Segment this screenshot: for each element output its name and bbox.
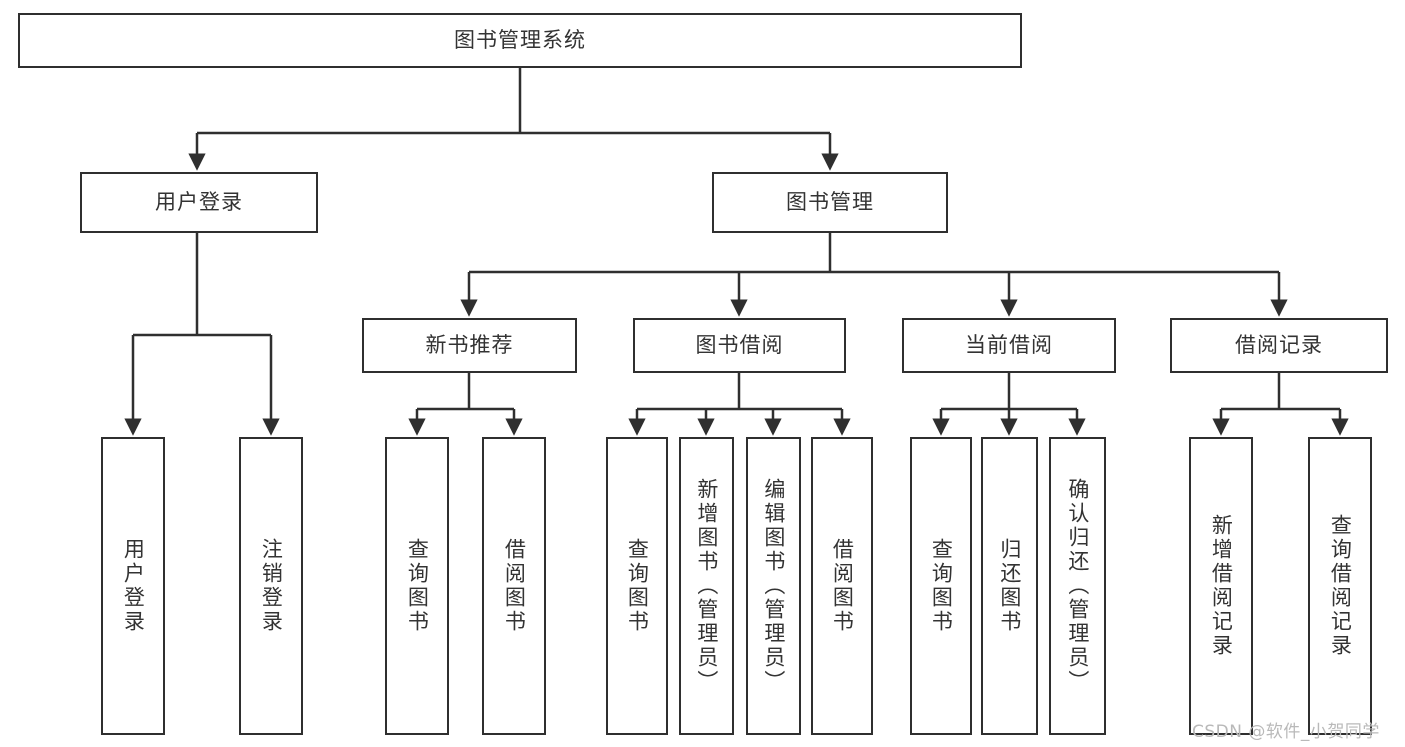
node-leaf-query-book-1[interactable]: 查询图书: [385, 437, 449, 735]
node-label: 新增图书（管理员）: [694, 478, 719, 694]
node-label: 新书推荐: [425, 332, 514, 357]
node-borrow-record[interactable]: 借阅记录: [1170, 318, 1388, 373]
node-book-borrow[interactable]: 图书借阅: [633, 318, 846, 373]
node-user-login[interactable]: 用户登录: [80, 172, 318, 233]
node-label: 查询图书: [929, 538, 954, 634]
node-label: 编辑图书（管理员）: [761, 478, 786, 694]
node-leaf-user-login[interactable]: 用户登录: [101, 437, 165, 735]
node-current-borrow[interactable]: 当前借阅: [902, 318, 1116, 373]
node-label: 查询借阅记录: [1328, 514, 1353, 658]
node-leaf-edit-book-admin[interactable]: 编辑图书（管理员）: [746, 437, 801, 735]
node-label: 图书借阅: [695, 332, 784, 357]
node-label: 查询图书: [625, 538, 650, 634]
node-leaf-return-book[interactable]: 归还图书: [981, 437, 1038, 735]
node-label: 图书管理: [786, 189, 874, 214]
node-leaf-query-borrow-record[interactable]: 查询借阅记录: [1308, 437, 1372, 735]
node-book-management[interactable]: 图书管理: [712, 172, 948, 233]
node-label: 用户登录: [121, 538, 146, 634]
node-label: 借阅图书: [502, 538, 527, 634]
node-label: 用户登录: [155, 189, 243, 214]
node-label: 借阅记录: [1235, 332, 1323, 357]
node-leaf-confirm-return-admin[interactable]: 确认归还（管理员）: [1049, 437, 1106, 735]
node-label: 确认归还（管理员）: [1065, 478, 1090, 694]
node-leaf-borrow-book-2[interactable]: 借阅图书: [811, 437, 873, 735]
node-label: 新增借阅记录: [1209, 514, 1234, 658]
node-label: 归还图书: [997, 538, 1022, 634]
csdn-watermark: CSDN @软件_小贺同学: [1192, 722, 1380, 742]
node-leaf-logout[interactable]: 注销登录: [239, 437, 303, 735]
node-leaf-add-book-admin[interactable]: 新增图书（管理员）: [679, 437, 734, 735]
node-leaf-add-borrow-record[interactable]: 新增借阅记录: [1189, 437, 1253, 735]
node-leaf-query-book-3[interactable]: 查询图书: [910, 437, 972, 735]
node-label: 注销登录: [259, 538, 284, 634]
node-leaf-borrow-book-1[interactable]: 借阅图书: [482, 437, 546, 735]
node-label: 借阅图书: [830, 538, 855, 634]
node-label: 查询图书: [405, 538, 430, 634]
node-label: 图书管理系统: [454, 27, 586, 52]
node-label: 当前借阅: [965, 332, 1053, 357]
node-leaf-query-book-2[interactable]: 查询图书: [606, 437, 668, 735]
node-root-system[interactable]: 图书管理系统: [18, 13, 1022, 68]
node-new-book-recommend[interactable]: 新书推荐: [362, 318, 577, 373]
